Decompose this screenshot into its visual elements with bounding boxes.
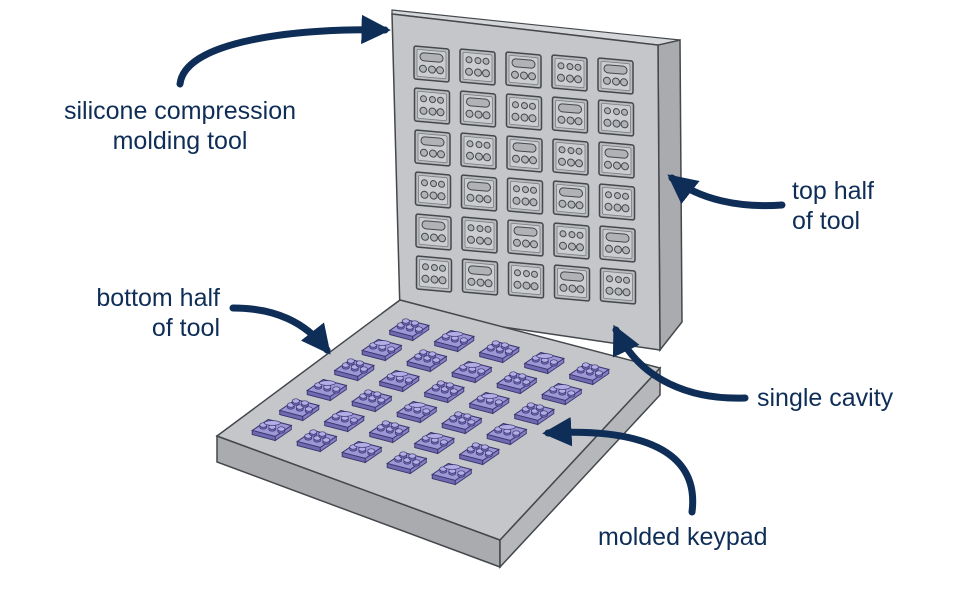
molded-keypad <box>333 358 375 382</box>
molded-keypad <box>406 349 448 373</box>
cavity <box>552 180 590 218</box>
label-single-cavity: single cavity <box>757 384 894 412</box>
molded-keypad <box>441 411 483 435</box>
cavity <box>461 216 498 254</box>
molded-keypad <box>378 369 420 393</box>
molded-keypad <box>278 398 320 422</box>
molded-keypad <box>361 338 403 362</box>
cavity <box>553 222 590 260</box>
cavity <box>413 87 451 125</box>
molded-keypad <box>323 409 365 433</box>
molded-keypad <box>386 451 428 475</box>
cavity <box>414 129 451 167</box>
cavity <box>597 57 634 95</box>
cavity <box>551 96 589 134</box>
cavity-grid <box>413 45 637 305</box>
arrow-to-single-cavity <box>612 324 749 402</box>
arrow-to-bottom-half <box>229 304 331 355</box>
keypad-grid <box>251 318 610 486</box>
cavity <box>414 171 452 209</box>
label-bottom-half: bottom half of tool <box>60 283 220 343</box>
molded-keypad <box>296 429 338 453</box>
label-molded-keypad: molded keypad <box>598 523 768 551</box>
molded-keypad <box>541 382 583 406</box>
molded-keypad <box>523 351 565 375</box>
bottom-half-of-tool <box>215 299 662 569</box>
molded-keypad <box>388 318 430 342</box>
molded-keypad <box>396 400 438 424</box>
molded-keypad <box>513 402 555 426</box>
molded-keypad <box>423 380 465 404</box>
label-silicone-molding-tool: silicone compression molding tool <box>40 96 320 156</box>
molded-keypad <box>468 391 510 415</box>
cavity <box>505 93 543 131</box>
molded-keypad <box>496 371 538 395</box>
label-line: bottom half <box>96 284 220 312</box>
cavity <box>597 99 635 137</box>
label-line: of tool <box>151 314 220 342</box>
cavity <box>599 267 637 305</box>
arrow-to-top-half <box>667 174 786 210</box>
molded-keypad <box>431 462 473 486</box>
cavity <box>415 213 452 251</box>
cavity <box>553 264 591 302</box>
molded-keypad <box>451 360 493 384</box>
cavity <box>506 177 544 215</box>
label-top-half: top half of tool <box>792 176 874 236</box>
cavity <box>507 219 544 257</box>
molded-keypad <box>486 422 528 446</box>
molded-keypad <box>478 340 520 364</box>
cavity <box>599 225 636 263</box>
cavity <box>461 258 499 296</box>
cavity <box>507 261 545 299</box>
arrow-to-mold-tool <box>176 14 391 88</box>
molded-keypad <box>351 389 393 413</box>
molded-keypad <box>368 420 410 444</box>
cavity <box>598 183 636 221</box>
cavity <box>413 45 450 83</box>
molded-keypad <box>568 362 610 386</box>
molded-keypad <box>251 418 293 442</box>
cavity <box>506 135 543 173</box>
arrow-to-molded-keypad <box>542 417 697 516</box>
cavity <box>598 141 635 179</box>
cavity <box>460 132 497 170</box>
molded-keypad <box>458 442 500 466</box>
cavity <box>551 54 588 92</box>
molded-keypad <box>306 378 348 402</box>
cavity <box>552 138 589 176</box>
label-line: silicone compression <box>63 97 297 125</box>
label-line: molding tool <box>112 127 248 155</box>
cavity <box>460 174 498 212</box>
label-line: top half <box>792 177 875 205</box>
cavity <box>459 48 496 86</box>
top-plate-side <box>657 39 683 353</box>
cavity <box>459 90 497 128</box>
molded-keypad <box>341 440 383 464</box>
molded-keypad <box>413 431 455 455</box>
cavity <box>505 51 542 89</box>
cavity <box>415 255 453 293</box>
top-half-of-tool <box>391 9 683 353</box>
label-line: of tool <box>792 207 861 235</box>
molded-keypad <box>433 329 475 353</box>
